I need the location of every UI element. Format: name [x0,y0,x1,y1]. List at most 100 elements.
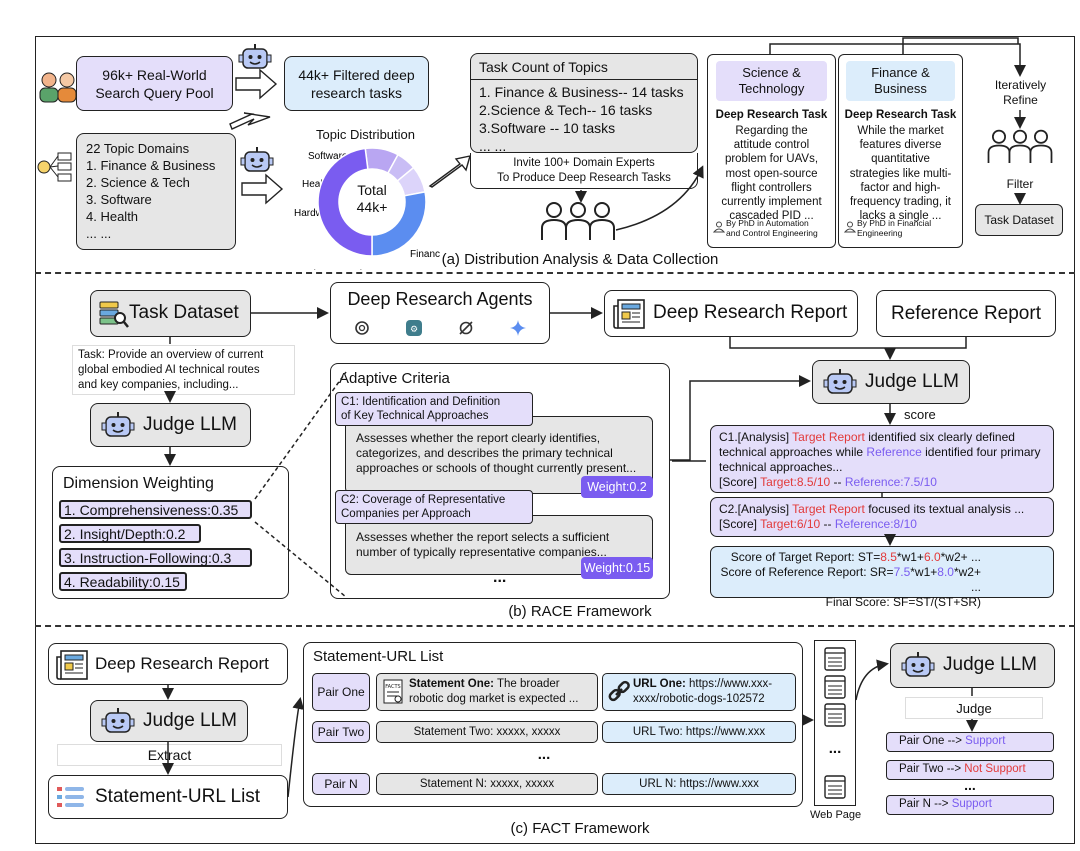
statement-n-box: Statement N: xxxxx, xxxxx [376,773,598,795]
dimension-item: 4. Readability:0.15 [59,572,187,591]
dr-report-box-c: Deep Research Report [48,643,288,685]
adaptive-criteria-title: Adaptive Criteria [339,370,450,387]
agents-box: Deep Research Agents ⚙ [330,282,550,344]
result-pair-one: Pair One --> Support [886,732,1054,752]
database-search-icon [99,301,129,328]
donut-chart: SoftwareHealthHardwareScience&Tech Financ… [294,147,440,270]
robot-icon [240,147,274,172]
donut-label: Science&Tech [302,269,365,270]
dr-report-label: Deep Research Report [653,302,848,323]
experts-group-icon [541,202,615,240]
dr-report-label: Deep Research Report [95,654,269,673]
web-page-ellipsis: ... [828,740,842,757]
donut-label: Health [302,179,331,190]
donut-label: Finance [410,249,440,260]
science-card-header: Science & Technology [716,61,827,101]
analysis-score: [Score] Target:8.5/10 -- Reference:7.5/1… [719,475,937,489]
task-count-box: Task Count of Topics 1. Finance & Busine… [470,53,698,154]
science-task-card: Science & Technology Deep Research Task … [707,54,836,248]
science-task-title: Deep Research Task [715,109,828,121]
dimension-weighting-box: Dimension Weighting 1. Comprehensiveness… [52,466,289,599]
gemini-icon [510,320,526,336]
statement-url-list-panel: Statement-URL List Pair One FACTS Statem… [303,642,803,807]
web-page-label: Web Page [810,809,862,821]
domains-title: 22 Topic Domains [86,141,190,156]
url-n-box: URL N: https://www.xxx [602,773,796,795]
analysis-line: technical approaches... [719,460,843,474]
web-page-icon [824,647,846,671]
final-score-box: Score of Target Report: ST=8.5*w1+6.0*w2… [710,546,1054,609]
openai-icon [355,321,369,335]
statement-one-box: FACTS Statement One: The broader robotic… [376,673,598,711]
svg-text:⚙: ⚙ [410,325,418,335]
result-pair-n: Pair N --> Support [886,795,1054,815]
pairs-ellipsis: ... [537,746,551,763]
separator-b-c [35,625,1075,627]
task-count-item: ... ... [479,138,507,154]
robot-icon [101,412,135,437]
web-page-icon [824,675,846,699]
gemini-app-icon: ⚙ [406,320,422,336]
newspaper-icon [56,650,88,680]
pair-one-label: Pair One [312,673,370,711]
criterion-c2-weight: Weight:0.15 [581,557,653,579]
task-dataset-label: Task Dataset [129,302,239,323]
list-icon [57,787,84,807]
dimension-item: 2. Insight/Depth:0.2 [59,524,201,543]
robot-icon [101,708,135,733]
science-task-text: Regarding the attitude control problem f… [721,125,822,223]
finance-task-card: Finance & Business Deep Research Task Wh… [838,54,963,248]
link-icon [608,680,630,702]
finance-task-text: While the market features diverse quanti… [849,125,952,223]
criterion-c2-text: Assesses whether the report selects a su… [345,515,653,575]
network-icon [37,152,72,182]
topic-dist-title: Topic Distribution [316,127,415,142]
judge-llm-box-b-left: Judge LLM [90,403,251,447]
judge-llm-box-c-right: Judge LLM [890,643,1055,688]
agents-label: Deep Research Agents [347,289,533,309]
donut-label: Hardware [294,208,338,219]
judge-llm-label: Judge LLM [143,414,238,435]
web-page-icon [824,703,846,727]
judge-llm-box-c-left: Judge LLM [90,700,248,742]
filtered-tasks-box: 44k+ Filtered deep research tasks [284,56,429,111]
criterion-c1-title: C1: Identification and Definition of Key… [335,392,533,426]
domain-item: 2. Science & Tech [86,175,190,190]
result-pair-two: Pair Two --> Not Support [886,760,1054,780]
analysis-line: C2.[Analysis] Target Report focused its … [719,502,1025,516]
domain-item: 4. Health [86,209,139,224]
pair-two-label: Pair Two [312,721,370,743]
donut-label: Software [308,151,348,162]
analysis-line: technical approaches while Reference ide… [719,445,1041,459]
score-label: score [904,407,936,422]
judge-llm-box-b-right: Judge LLM [812,360,970,404]
analysis-c2-box: C2.[Analysis] Target Report focused its … [710,497,1054,537]
url-one-text: URL One: https://www.xxx- xxxx/robotic-d… [633,678,773,705]
analysis-c1-box: C1.[Analysis] Target Report identified s… [710,425,1054,493]
criteria-ellipsis: ... [493,569,507,586]
url-two-box: URL Two: https://www.xxx [602,721,796,743]
topic-domains-box: 22 Topic Domains 1. Finance & Business 2… [76,133,236,250]
outer-frame [35,36,1075,844]
robot-icon [238,44,272,69]
task-count-title: Task Count of Topics [479,59,608,75]
results-ellipsis: ... [964,777,976,793]
statement-url-list-label: Statement-URL List [95,786,261,807]
donut-slice [317,147,373,257]
pair-n-label: Pair N [312,773,370,795]
person-icon [844,221,856,233]
judge-label: Judge [905,697,1043,719]
reference-report-box: Reference Report [876,290,1056,337]
analysis-line: C1.[Analysis] Target Report identified s… [719,430,1015,444]
newspaper-icon [613,299,645,329]
dr-report-box-b: Deep Research Report [604,290,858,337]
target-score-formula: Score of Target Report: ST=8.5*w1+6.0*w2… [730,550,981,564]
finance-author: By PhD in Financial Engineering [857,218,932,238]
reference-score-formula: Score of Reference Report: SR=7.5*w1+8.0… [720,565,981,594]
criterion-c2-title: C2: Coverage of Representative Companies… [335,490,533,524]
web-page-column [814,640,856,806]
dimension-title: Dimension Weighting [63,475,214,492]
people-icon [39,72,77,103]
filter-label: Filter [1006,177,1034,191]
task-description: Task: Provide an overview of current glo… [72,345,295,395]
